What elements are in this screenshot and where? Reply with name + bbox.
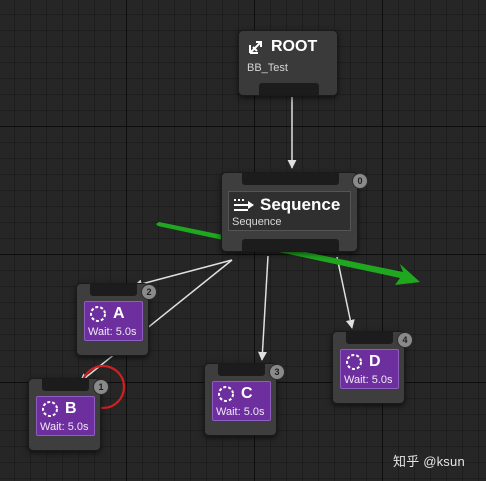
task-a-title: A <box>113 305 125 322</box>
task-d-index-badge: 4 <box>398 333 412 347</box>
task-d-subtitle: Wait: 5.0s <box>344 374 393 386</box>
task-b-subtitle: Wait: 5.0s <box>40 421 89 433</box>
sequence-input-pin[interactable] <box>242 173 339 185</box>
wait-icon <box>218 386 234 402</box>
task-c-title: C <box>241 385 253 402</box>
sequence-subtitle: Sequence <box>232 216 282 228</box>
wire-sequence-a <box>133 259 233 289</box>
task-c-subtitle: Wait: 5.0s <box>216 406 265 418</box>
task-node-c[interactable]: 3 C Wait: 5.0s <box>204 363 284 436</box>
sequence-node[interactable]: 0 Sequence Sequence <box>221 172 367 252</box>
sequence-output-pin[interactable] <box>242 239 339 251</box>
task-b-body: B Wait: 5.0s <box>36 396 95 436</box>
task-d-title: D <box>369 353 381 370</box>
task-b-title: B <box>65 400 77 417</box>
sequence-title-row: Sequence <box>233 195 340 215</box>
task-b-input-pin[interactable] <box>42 379 89 391</box>
wire-sequence-c <box>257 255 269 361</box>
sequence-title: Sequence <box>260 195 341 214</box>
wait-icon <box>90 306 106 322</box>
task-d-input-pin[interactable] <box>346 332 393 344</box>
task-c-index-badge: 3 <box>270 365 284 379</box>
root-subtitle: BB_Test <box>247 62 288 74</box>
sequence-icon <box>234 199 254 211</box>
task-node-a[interactable]: 2 A Wait: 5.0s <box>76 283 156 356</box>
sequence-index-badge: 0 <box>353 174 367 188</box>
wire-sequence-d <box>336 256 355 329</box>
task-c-title-row: C <box>217 385 253 403</box>
root-output-pin[interactable] <box>259 83 319 95</box>
task-d-title-row: D <box>345 353 381 371</box>
sequence-body: Sequence Sequence <box>228 191 351 231</box>
task-b-title-row: B <box>41 400 77 418</box>
wait-icon <box>346 354 362 370</box>
task-a-title-row: A <box>89 305 125 323</box>
task-b-index-badge: 1 <box>94 380 108 394</box>
task-c-body: C Wait: 5.0s <box>212 381 271 421</box>
task-node-d[interactable]: 4 D Wait: 5.0s <box>332 331 412 404</box>
task-a-body: A Wait: 5.0s <box>84 301 143 341</box>
root-title-row: ROOT <box>247 38 317 56</box>
watermark: 知乎 @ksun <box>393 454 465 469</box>
task-c-input-pin[interactable] <box>218 364 265 376</box>
task-a-subtitle: Wait: 5.0s <box>88 326 137 338</box>
task-node-b[interactable]: 1 B Wait: 5.0s <box>28 378 108 451</box>
root-branch-icon <box>249 41 262 54</box>
task-a-input-pin[interactable] <box>90 284 137 296</box>
root-title: ROOT <box>271 38 318 55</box>
task-d-body: D Wait: 5.0s <box>340 349 399 389</box>
wait-icon <box>42 401 58 417</box>
task-a-index-badge: 2 <box>142 285 156 299</box>
root-node[interactable]: ROOT BB_Test <box>238 30 338 96</box>
